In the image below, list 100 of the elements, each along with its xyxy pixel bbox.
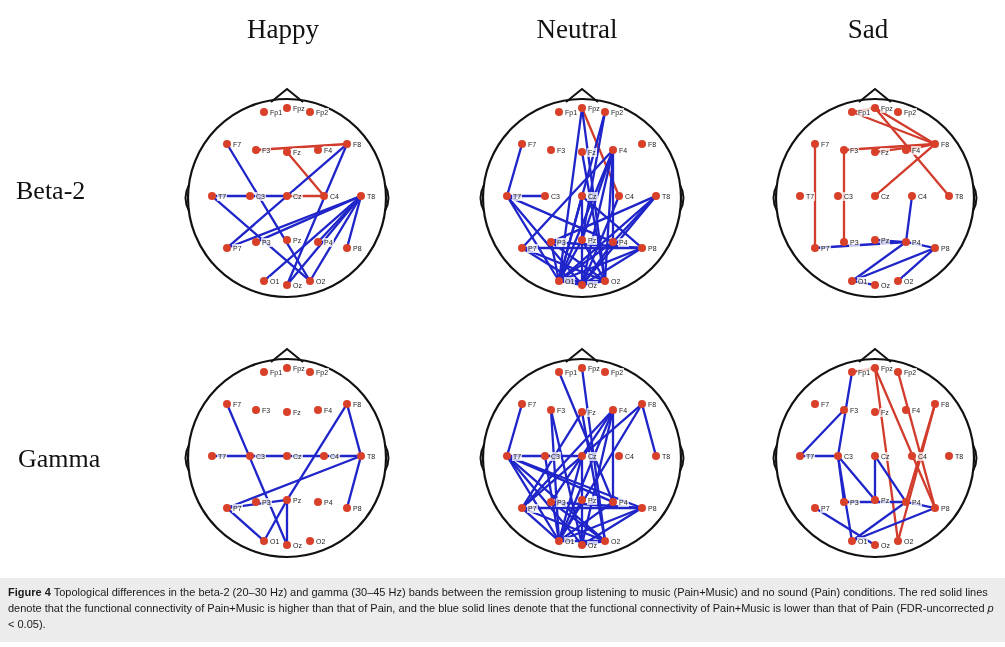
connectivity-line <box>581 370 606 539</box>
connectivity-line <box>873 458 877 498</box>
electrode-marker <box>208 191 228 201</box>
electrode-marker <box>638 503 658 513</box>
connectivity-line <box>854 112 933 144</box>
connectivity-line <box>854 280 873 286</box>
connectivity-line <box>229 456 359 508</box>
electrode-marker <box>314 145 334 155</box>
electrode-marker <box>283 191 303 201</box>
electrode-marker <box>609 405 629 415</box>
electrode-marker <box>518 139 538 149</box>
electrode-marker <box>223 139 243 149</box>
connectivity-line <box>214 454 359 458</box>
connectivity-line <box>561 539 603 543</box>
connectivity-line <box>614 197 655 241</box>
connectivity-line <box>508 457 604 540</box>
electrode-marker <box>902 237 922 247</box>
electrode-marker <box>578 540 598 550</box>
connectivity-line <box>553 241 640 249</box>
electrode-marker <box>848 107 872 117</box>
connectivity-line <box>214 194 285 198</box>
connectivity-line <box>816 508 874 545</box>
electrode-marker <box>283 363 306 373</box>
electrode-marker <box>547 237 567 247</box>
electrode-marker <box>306 536 327 546</box>
electrode-marker <box>871 495 891 505</box>
connectivity-line <box>553 196 654 242</box>
column-heading: Sad <box>847 14 889 45</box>
connectivity-line <box>842 152 846 240</box>
connectivity-line <box>507 457 559 540</box>
electrode-marker <box>260 276 281 286</box>
electrode-marker <box>518 399 538 409</box>
electrode-marker <box>902 405 922 415</box>
connectivity-line <box>258 143 345 151</box>
electrode-marker <box>357 191 377 201</box>
connectivity-line <box>583 508 641 545</box>
electrode-marker <box>252 145 272 155</box>
connectivity-line <box>523 248 581 285</box>
electrode-marker <box>902 497 922 507</box>
electrode-marker <box>578 147 597 157</box>
connectivity-line <box>581 154 606 279</box>
connectivity-line <box>581 412 614 543</box>
electrode-marker <box>578 280 598 290</box>
connectivity-line <box>544 458 560 539</box>
connectivity-line <box>550 244 560 279</box>
connectivity-line <box>506 406 523 454</box>
electrode-marker <box>848 536 869 546</box>
connectivity-line <box>583 197 641 247</box>
electrode-marker <box>945 451 965 461</box>
connectivity-line <box>905 198 913 240</box>
connectivity-line <box>846 143 933 151</box>
connectivity-line <box>561 248 640 281</box>
connectivity-line <box>853 502 905 541</box>
connectivity-line <box>876 108 934 144</box>
electrode-marker <box>208 451 228 461</box>
connectivity-line <box>558 458 583 539</box>
electrode-marker <box>223 243 243 253</box>
connectivity-line <box>346 198 362 246</box>
electrode-marker <box>547 145 567 155</box>
connectivity-line <box>561 279 603 283</box>
electrode-marker <box>811 503 831 513</box>
electrode-marker <box>260 107 284 117</box>
connectivity-line <box>908 143 933 151</box>
connectivity-line <box>611 152 615 240</box>
connectivity-line <box>561 280 580 286</box>
connectivity-line <box>839 457 874 499</box>
connectivity-line <box>509 196 611 242</box>
connectivity-line <box>287 146 347 283</box>
electrode-marker <box>547 497 567 507</box>
electrode-marker <box>871 147 890 157</box>
electrode-marker <box>840 405 860 415</box>
electrode-marker <box>601 276 622 286</box>
electrode-marker <box>871 191 891 201</box>
electrode-marker <box>871 451 891 461</box>
electrode-marker <box>252 405 272 415</box>
connectivity-line <box>228 145 346 247</box>
connectivity-line <box>550 412 583 543</box>
connectivity-line <box>875 457 906 501</box>
electrode-marker <box>840 497 860 507</box>
electrode-marker <box>848 276 869 286</box>
electrode-marker <box>503 451 523 461</box>
connectivity-line <box>846 500 904 504</box>
electrode-marker <box>796 451 816 461</box>
electrode-marker <box>518 243 538 253</box>
electrode-marker <box>652 451 672 461</box>
electrode-marker <box>283 451 303 461</box>
connectivity-line <box>258 196 359 242</box>
electrode-marker <box>283 280 303 290</box>
connectivity-line <box>264 501 287 540</box>
electrode-marker <box>871 407 890 417</box>
electrode-marker <box>609 237 629 247</box>
connectivity-line <box>287 405 347 499</box>
connectivity-line <box>507 197 559 280</box>
connectivity-line <box>523 151 612 247</box>
electrode-marker <box>871 103 894 113</box>
electrode-marker <box>931 139 951 149</box>
electrode-marker <box>840 237 860 247</box>
electrode-marker <box>931 399 951 409</box>
connectivity-line <box>523 509 558 540</box>
connectivity-line <box>897 406 936 539</box>
